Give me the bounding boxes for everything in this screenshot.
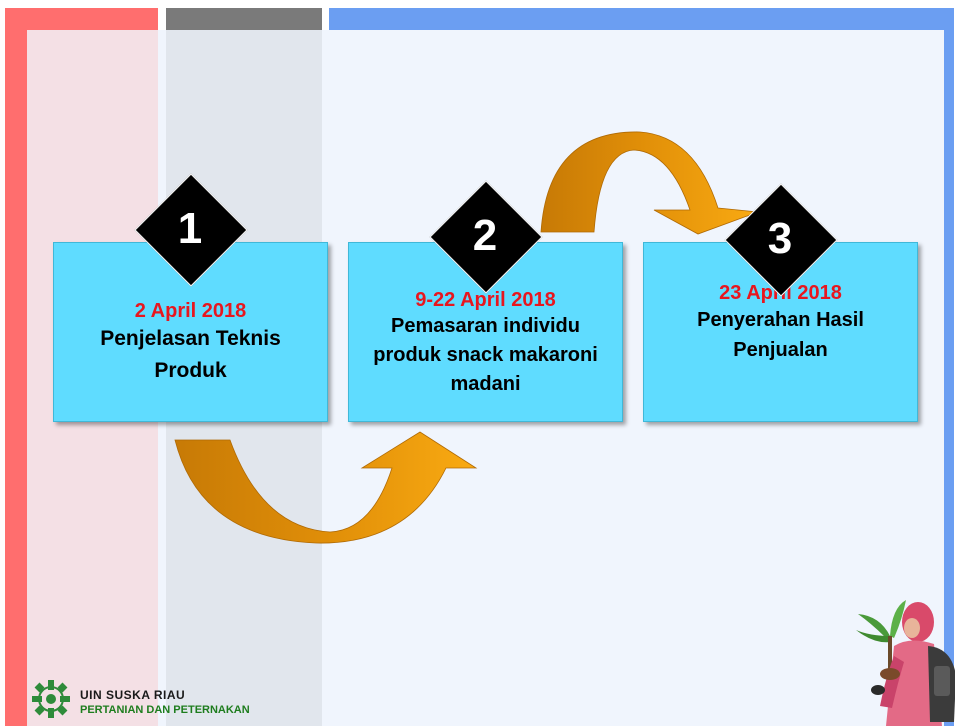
step-title-line: produk snack makaroni [373,344,598,366]
step-date: 9-22 April 2018 [415,289,556,311]
step-box-2: 9-22 April 2018 Pemasaran individu produ… [348,242,623,422]
step-title-line: Penyerahan Hasil [697,308,864,331]
step-title-line: Pemasaran individu [391,315,580,337]
farmer-illustration [856,600,955,726]
arrow-step2-to-step3 [540,131,759,235]
faculty-name: PERTANIAN DAN PETERNAKAN [80,704,250,716]
step-title-line: madani [450,373,521,395]
step-number: 1 [177,204,203,253]
step-number: 2 [472,211,498,260]
university-logo-icon [32,680,70,718]
step-number: 3 [767,214,793,263]
step-date: 2 April 2018 [134,299,247,322]
arrow-step1-to-step2 [174,431,478,544]
step-title-line: Penjelasan Teknis [100,326,281,350]
institution-name: UIN SUSKA RIAU [80,688,186,702]
step-title-line: Produk [154,358,227,382]
gray-top-band [166,8,322,30]
step-title-line: Penjualan [733,338,828,361]
